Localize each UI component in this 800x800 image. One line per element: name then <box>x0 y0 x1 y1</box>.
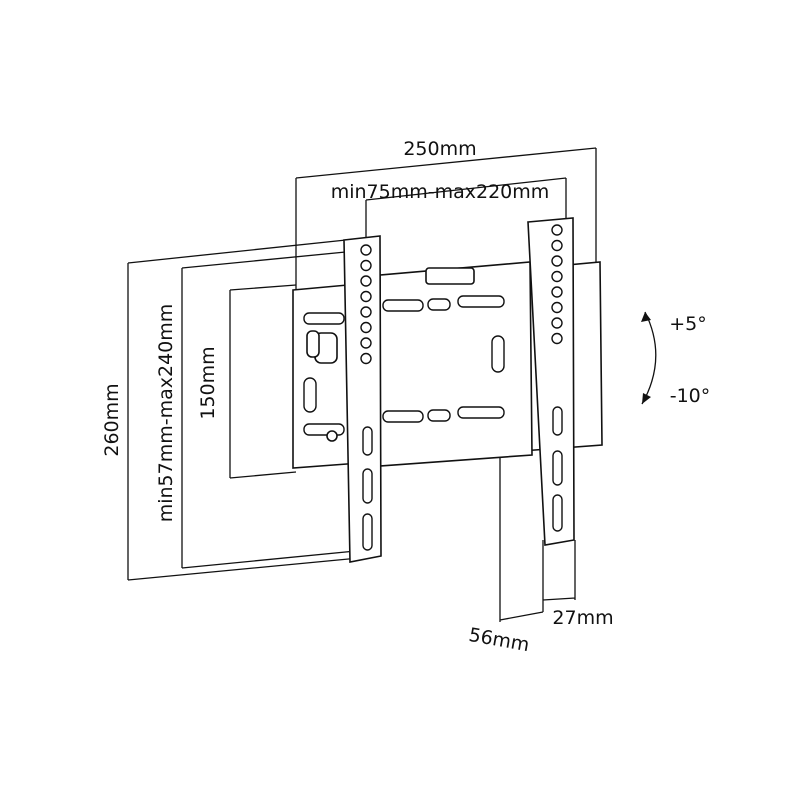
mounting-hole <box>360 337 372 349</box>
mounting-hole <box>551 301 563 314</box>
dim-overall-height: 260mm <box>101 383 123 456</box>
mounting-hole <box>360 275 372 287</box>
mounting-hole <box>360 352 372 365</box>
mounting-hole <box>551 224 563 236</box>
mounting-hole <box>360 290 372 303</box>
mounting-hole <box>551 239 563 252</box>
dim-vesa-horizontal: min75mm-max220mm <box>331 181 550 203</box>
dim-overall-width: 250mm <box>403 138 476 160</box>
dim-vesa-vertical: min57mm-max240mm <box>155 304 177 523</box>
tilt-down-label: -10° <box>670 385 711 407</box>
mounting-hole <box>551 270 563 283</box>
tilt-knob <box>306 330 338 442</box>
mounting-hole <box>551 317 563 329</box>
dimension-lines <box>127 147 657 622</box>
right-rail <box>527 217 575 546</box>
mounting-hole <box>360 259 372 272</box>
mounting-hole <box>360 244 372 256</box>
mounting-hole <box>360 321 372 334</box>
mounting-hole <box>551 255 563 267</box>
mounting-hole <box>551 286 563 298</box>
tilt-up-label: +5° <box>669 313 707 335</box>
dim-depth-rail: 27mm <box>552 607 613 629</box>
mounting-hole <box>551 332 563 345</box>
dim-plate-height: 150mm <box>197 346 219 419</box>
dim-depth-total: 56mm <box>467 624 531 656</box>
left-rail <box>343 235 382 563</box>
mounting-hole <box>360 306 372 318</box>
